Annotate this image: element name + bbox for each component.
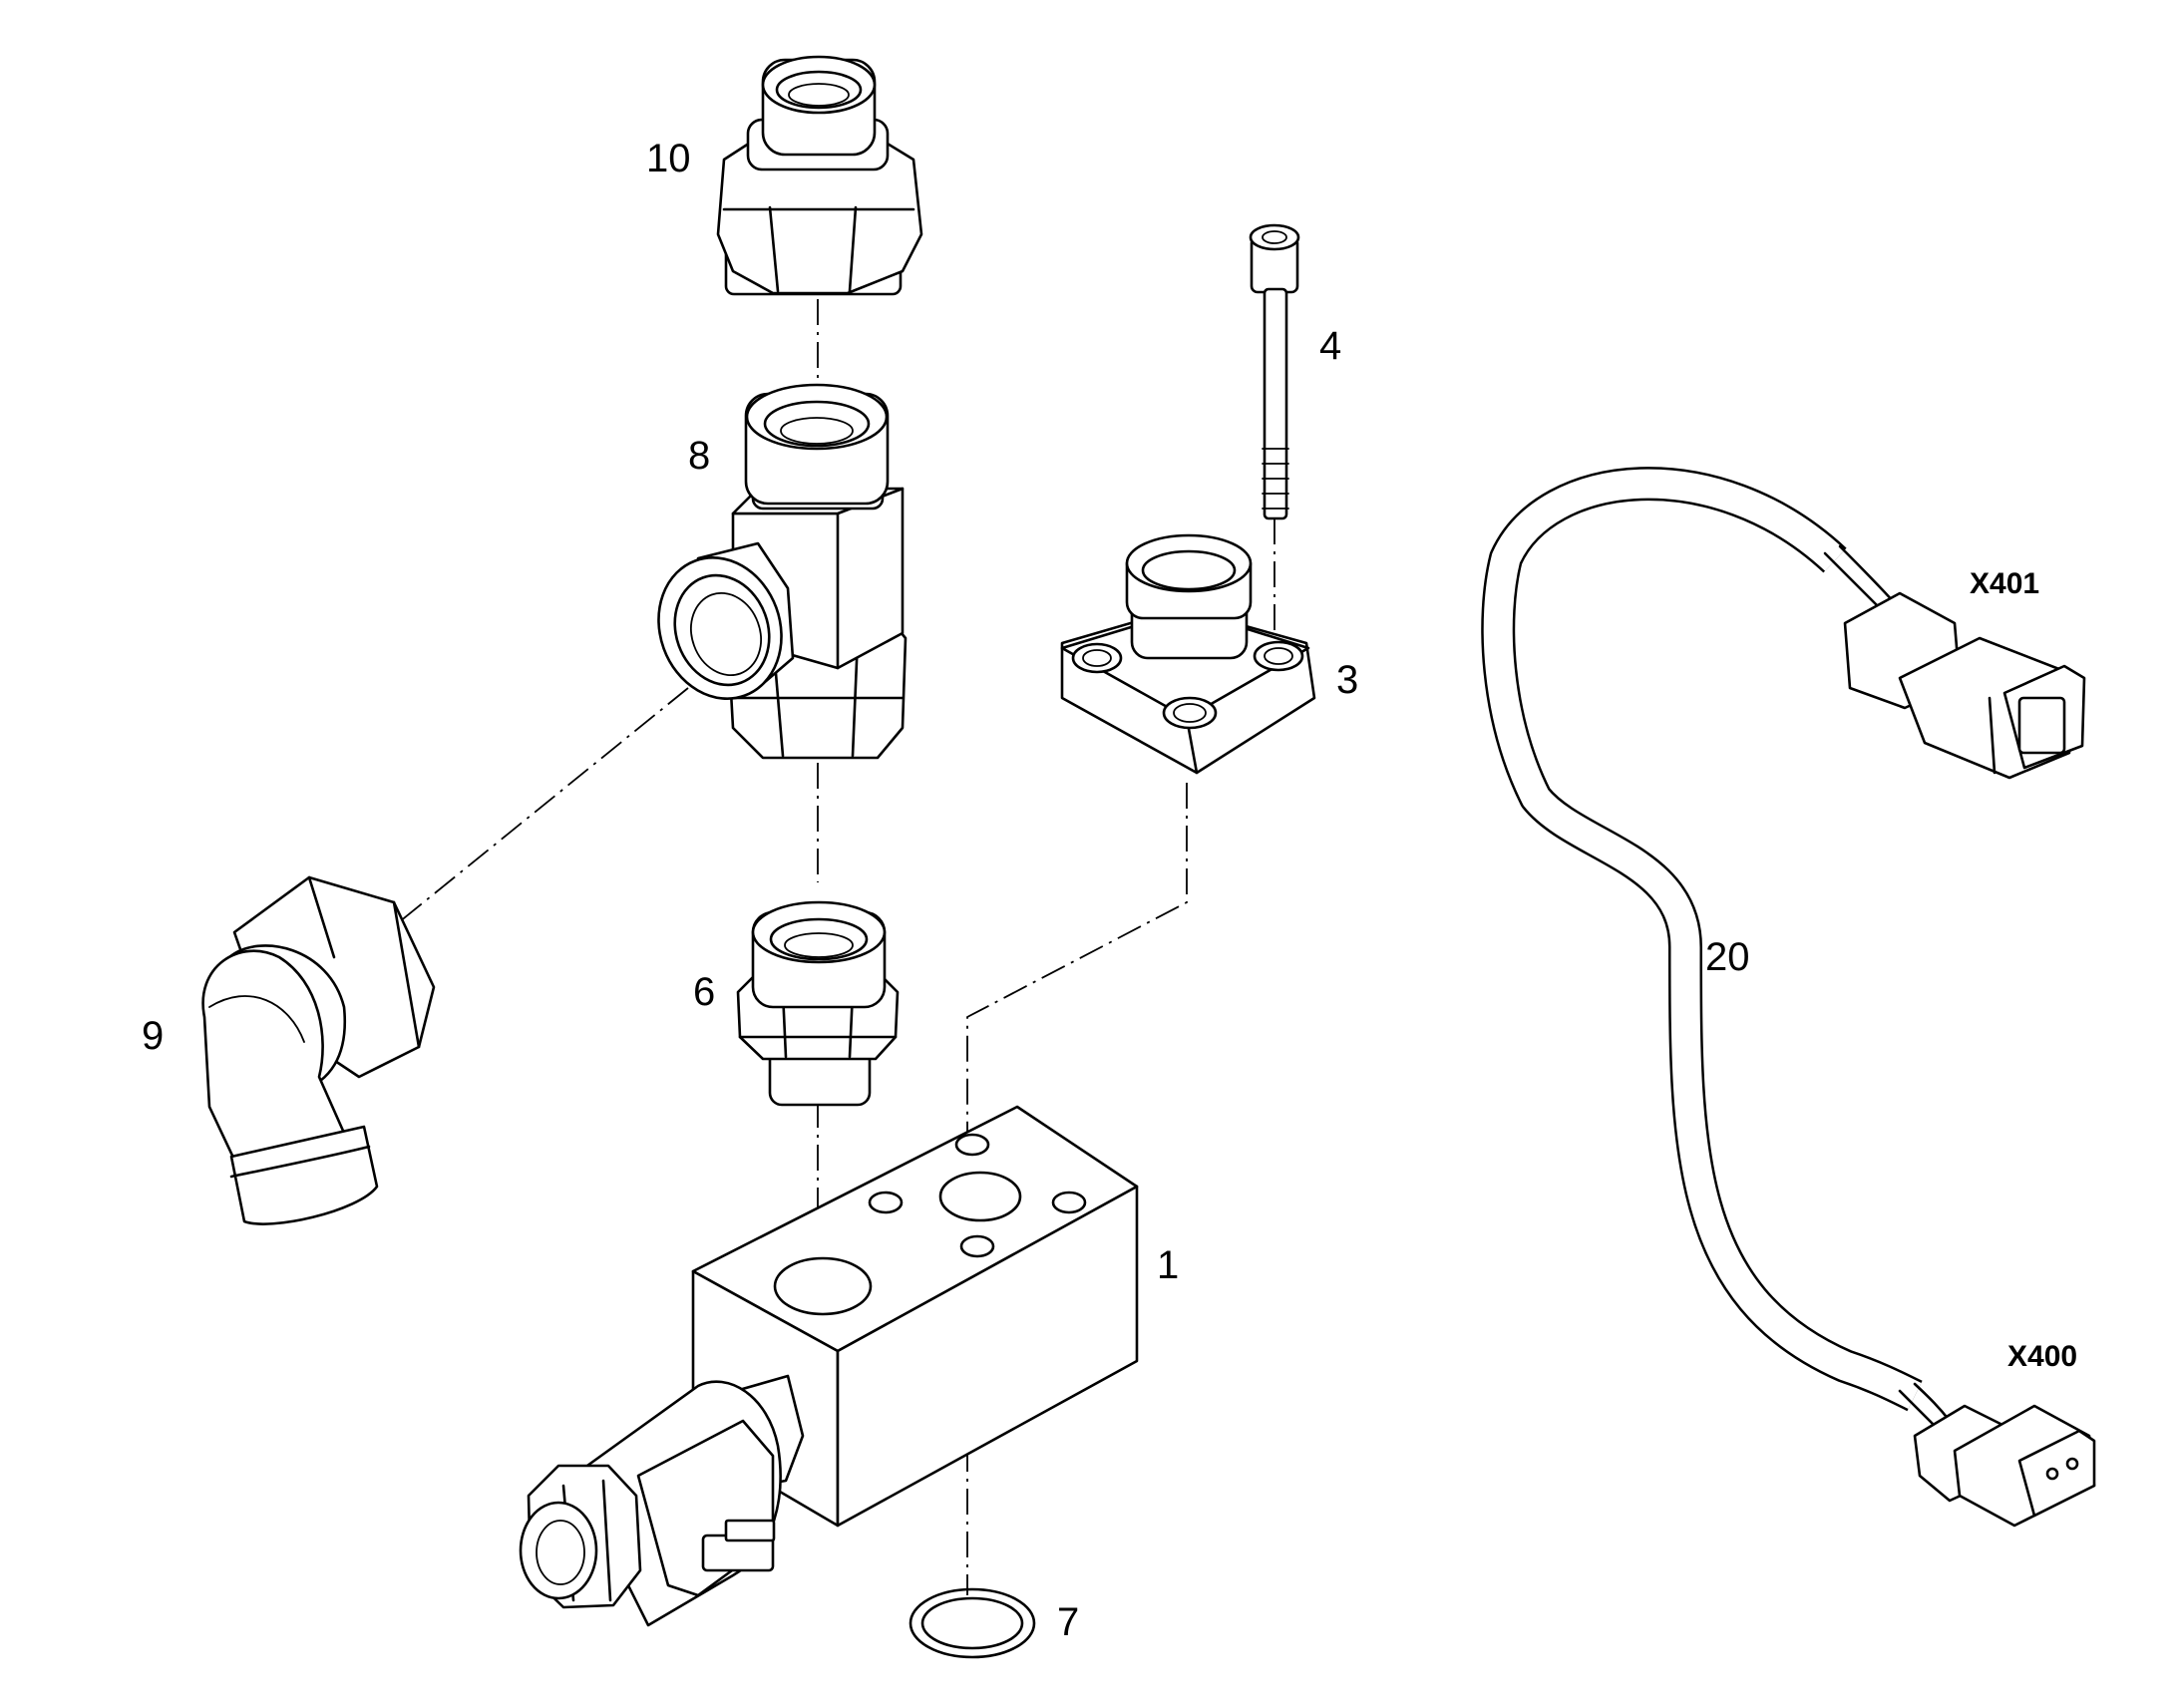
callout-9: 9 bbox=[142, 1014, 164, 1058]
adapter-part-6 bbox=[736, 900, 900, 1107]
solenoid-coil bbox=[519, 1374, 805, 1627]
callout-4: 4 bbox=[1319, 324, 1341, 368]
connector-x400 bbox=[1898, 1382, 2096, 1528]
callout-7: 7 bbox=[1057, 1600, 1079, 1644]
cable-harness-part-20 bbox=[1481, 467, 1923, 1412]
callout-10: 10 bbox=[646, 137, 691, 180]
connector-label-x401: X401 bbox=[1970, 567, 2039, 600]
screw-part-4 bbox=[1249, 223, 1300, 520]
callout-3: 3 bbox=[1336, 658, 1358, 702]
callout-20: 20 bbox=[1705, 935, 1750, 979]
tee-fitting-part-8 bbox=[657, 383, 908, 760]
callout-8: 8 bbox=[688, 434, 710, 478]
callout-1: 1 bbox=[1157, 1243, 1179, 1287]
connector-label-x400: X400 bbox=[2007, 1340, 2077, 1373]
connector-x401 bbox=[1823, 544, 2086, 780]
o-ring-part-7 bbox=[908, 1587, 1036, 1659]
callout-6: 6 bbox=[693, 970, 715, 1014]
elbow-fitting-part-9 bbox=[201, 875, 436, 1225]
union-nut-part-10 bbox=[716, 55, 923, 296]
flange-part-3 bbox=[1060, 533, 1316, 775]
